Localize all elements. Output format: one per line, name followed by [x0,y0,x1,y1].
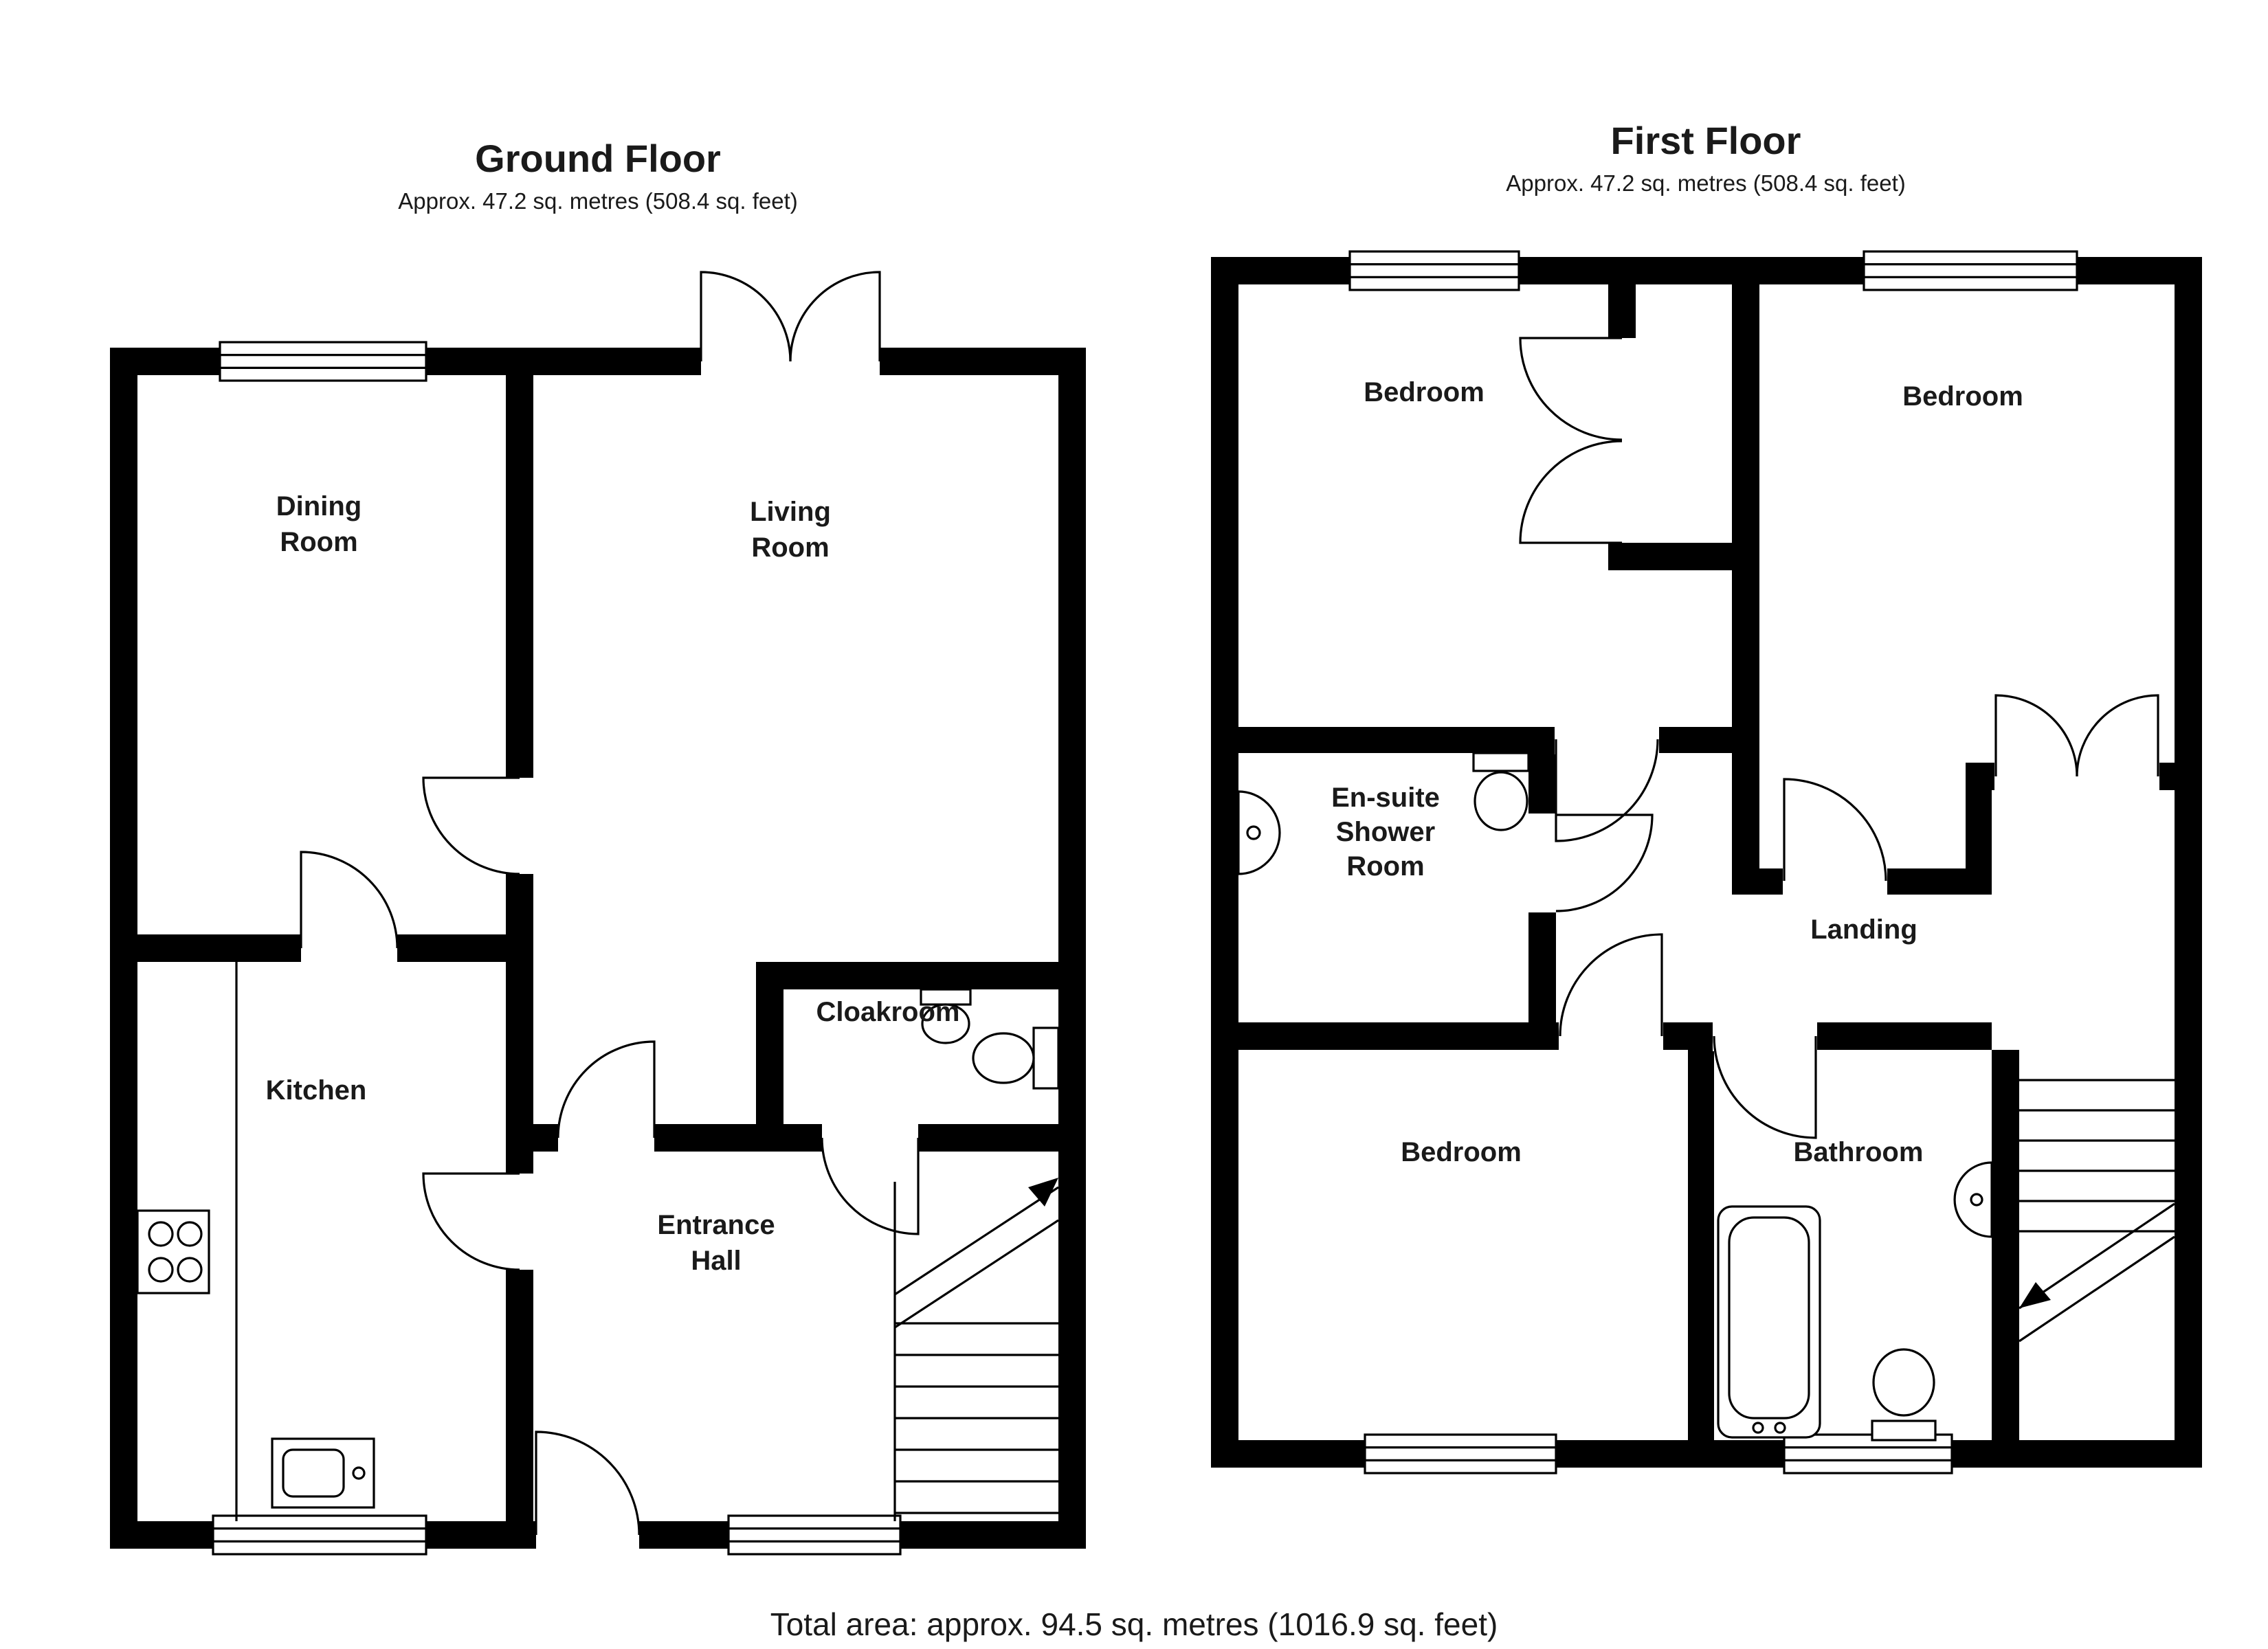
door-arc [1783,778,1887,882]
bathtub-icon [1717,1205,1821,1439]
room-label-kitchen: Kitchen [266,1075,367,1106]
ff-walls [1211,257,2202,1468]
room-label-hall-2: Hall [691,1246,741,1276]
gf-kitchen-fixtures [136,962,375,1521]
ff-stairs [2019,1079,2175,1343]
gf-walls [110,348,1086,1549]
room-label-bedroom2: Bedroom [1902,381,2023,412]
ground-floor-plan: Ground Floor Approx. 47.2 sq. metres (50… [110,137,1086,1556]
door-arc [1559,933,1663,1037]
window-symbol [1364,1433,1557,1474]
total-area-text: Total area: approx. 94.5 sq. metres (101… [770,1606,1498,1642]
door-arc [422,776,520,875]
door-arc [557,1040,656,1138]
window-symbol [1348,250,1520,291]
wardrobe-door-arc [1994,694,2078,777]
first-floor-plan: First Floor Approx. 47.2 sq. metres (508… [1211,119,2202,1474]
ff-ensuite-fixtures [1237,752,1530,875]
ff-doors [1519,337,2159,1139]
closet-door-arc [1519,440,1623,544]
room-label-bedroom3: Bedroom [1401,1137,1522,1167]
closet-door-arc [1519,337,1623,441]
door-arc [1555,739,1659,842]
room-label-bedroom1: Bedroom [1364,377,1485,407]
kitchen-sink-icon [271,1437,375,1509]
window-symbol [727,1514,902,1556]
room-label-bathroom: Bathroom [1794,1137,1924,1167]
wardrobe-door-arc [2076,694,2159,777]
door-arc [1555,814,1654,912]
window-symbol [1863,250,2078,291]
gf-cloakroom-fixtures [920,988,1060,1090]
window-symbol [1783,1433,1953,1474]
first-floor-area: Approx. 47.2 sq. metres (508.4 sq. feet) [1506,170,1905,196]
stairs-up-arrow [1028,1178,1058,1207]
front-door-arc [535,1431,641,1536]
room-label-ensuite-1: En-suite [1331,783,1440,813]
room-label-dining-1: Dining [276,491,362,521]
french-door-arc [789,271,881,362]
room-label-hall-1: Entrance [657,1210,775,1240]
gf-stairs [893,1178,1059,1521]
ff-bathroom-fixtures [1717,1161,1993,1442]
toilet-icon [1871,1348,1937,1442]
room-label-living-1: Living [750,497,831,527]
door-arc [300,851,399,949]
toilet-icon [1472,752,1530,831]
french-door-arc [700,271,792,362]
basin-icon [920,988,972,1044]
first-floor-title: First Floor [1611,119,1801,162]
shower-icon [1237,790,1281,875]
gf-windows [212,341,902,1556]
ground-floor-title: Ground Floor [475,137,721,180]
room-label-cloakroom: Cloakroom [816,997,960,1027]
room-label-living-2: Room [751,532,829,563]
room-label-ensuite-3: Room [1346,851,1424,882]
hob-icon [136,1209,210,1294]
window-symbol [219,341,427,382]
door-arc [821,1137,920,1235]
gf-doors [300,271,920,1536]
door-arc [1713,1035,1817,1139]
room-label-dining-2: Room [280,527,357,557]
ff-wall-openings [1527,726,2159,1051]
ff-windows [1348,250,2078,1474]
ground-floor-area: Approx. 47.2 sq. metres (508.4 sq. feet) [398,188,797,214]
basin-icon [1953,1161,1993,1238]
toilet-icon [972,1027,1060,1090]
stairs-down-arrow [2019,1282,2051,1308]
room-label-landing: Landing [1810,915,1917,945]
door-arc [422,1172,520,1271]
room-label-ensuite-2: Shower [1336,817,1435,847]
window-symbol [212,1514,427,1556]
